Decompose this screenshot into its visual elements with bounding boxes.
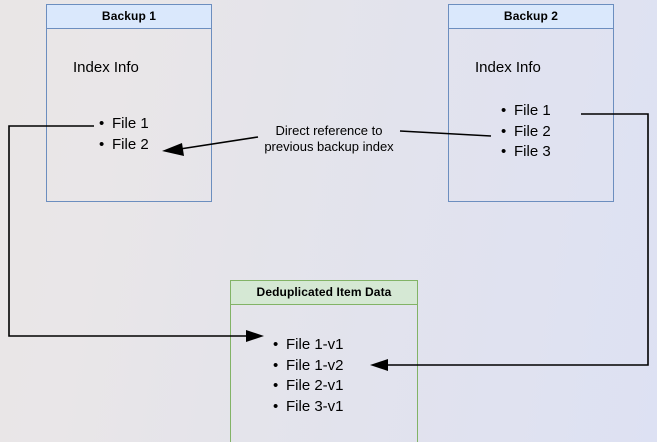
backup-2-box[interactable]: Backup 2 Index Info File 1 File 2 File 3 <box>448 4 614 202</box>
backup-1-header: Backup 1 <box>47 5 211 29</box>
backup-1-box[interactable]: Backup 1 Index Info File 1 File 2 <box>46 4 212 202</box>
backup-1-index-label: Index Info <box>73 59 139 76</box>
list-item: File 1 <box>99 114 149 135</box>
list-item: File 3 <box>501 142 551 163</box>
direct-reference-label: Direct reference to previous backup inde… <box>264 123 394 154</box>
dedup-body: File 1-v1 File 1-v2 File 2-v1 File 3-v1 <box>231 305 417 442</box>
list-item: File 3-v1 <box>273 397 344 418</box>
list-item: File 2-v1 <box>273 376 344 397</box>
backup-2-index-label: Index Info <box>475 59 541 76</box>
list-item: File 2 <box>99 135 149 156</box>
deduplicated-item-data-box[interactable]: Deduplicated Item Data File 1-v1 File 1-… <box>230 280 418 442</box>
list-item: File 1-v2 <box>273 356 344 377</box>
list-item: File 1-v1 <box>273 335 344 356</box>
dedup-file-list: File 1-v1 File 1-v2 File 2-v1 File 3-v1 <box>273 335 344 417</box>
dedup-header: Deduplicated Item Data <box>231 281 417 305</box>
backup-2-file-list: File 1 File 2 File 3 <box>501 101 551 163</box>
backup-1-file-list: File 1 File 2 <box>99 114 149 155</box>
list-item: File 2 <box>501 122 551 143</box>
backup-2-header: Backup 2 <box>449 5 613 29</box>
backup-1-body: Index Info File 1 File 2 <box>47 29 211 201</box>
list-item: File 1 <box>501 101 551 122</box>
backup-2-body: Index Info File 1 File 2 File 3 <box>449 29 613 201</box>
